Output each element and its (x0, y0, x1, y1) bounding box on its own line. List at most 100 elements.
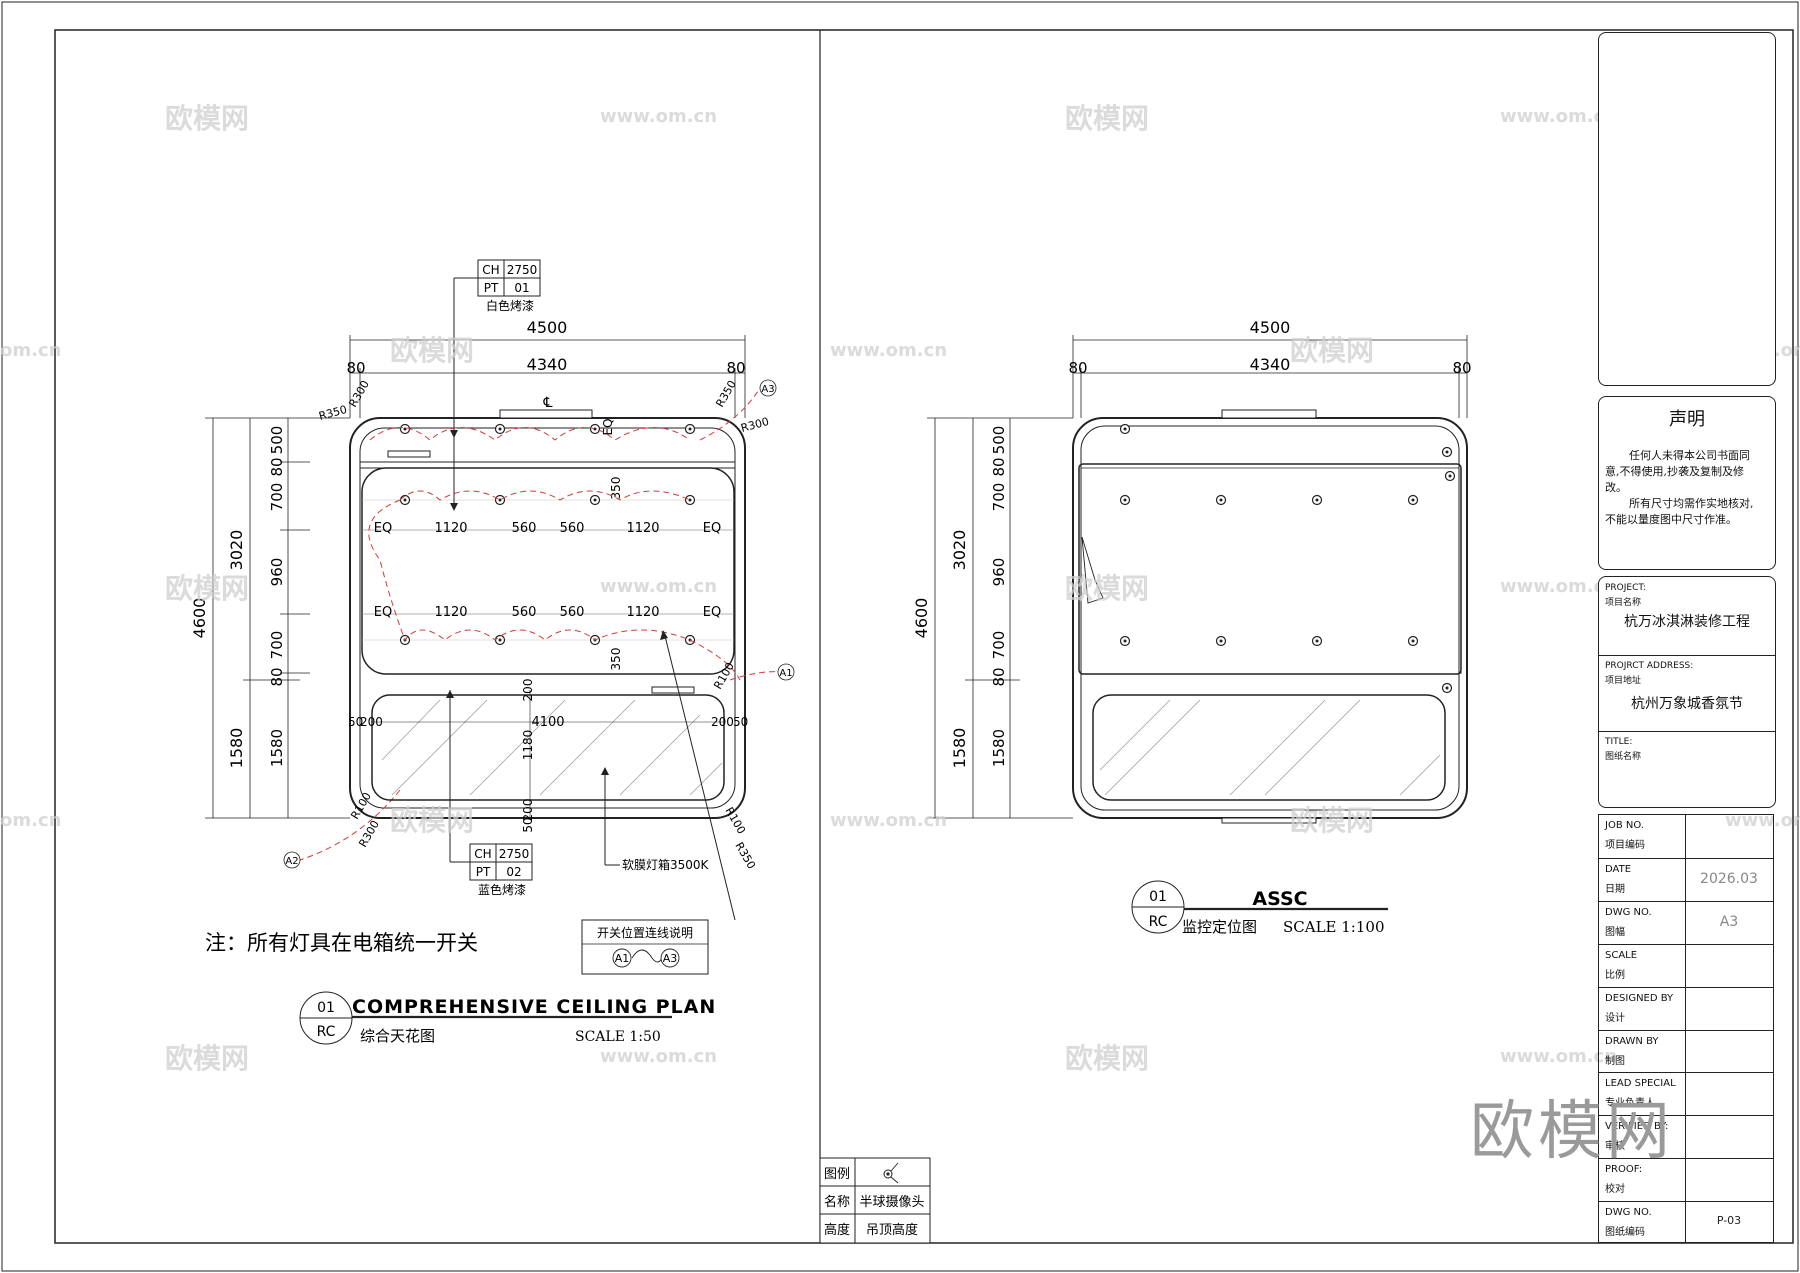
watermark-text: 欧模网 (1290, 804, 1374, 837)
radius-br-a: R350 (732, 840, 758, 871)
dome-camera-core (1123, 498, 1127, 502)
sub-dim-5: 80 (268, 667, 286, 686)
downlight-core (688, 498, 692, 502)
r-dim-top-overall: 4500 (1250, 318, 1291, 337)
row_dims-5: EQ (703, 521, 721, 536)
ch-tag-bottom-pt-label: PT (476, 865, 491, 879)
watermarks: 欧模网www.om.cn欧模网www.om.cn欧模网www.om.cn欧模网w… (0, 102, 1800, 1075)
row_dims-4: 1120 (626, 521, 659, 536)
project-name: 杭万冰淇淋装修工程 (1624, 614, 1750, 630)
dome-camera-core (1123, 427, 1127, 431)
watermark-text: 欧模网 (1065, 1042, 1149, 1075)
sub-dim-0: 500 (268, 426, 286, 455)
info-row: JOB NO.项目编码 (1599, 815, 1773, 858)
downlight-core (403, 427, 407, 431)
lightbox-dim-left2: 200 (360, 715, 383, 729)
info-label-en: DWG NO. (1605, 906, 1652, 918)
info-label-cn: 比例 (1605, 969, 1625, 981)
circuit-tag-a2: A2 (285, 856, 298, 867)
row_dims-1: 1120 (434, 521, 467, 536)
dome-camera-core (1315, 639, 1319, 643)
declaration-title: 声明 (1669, 409, 1705, 430)
ceiling-outline-inner (359, 427, 736, 809)
ch-tag-top-ch-label: CH (482, 263, 499, 277)
info-label-cn: 日期 (1605, 883, 1625, 895)
r-dim-top-left-gap: 80 (1068, 359, 1087, 377)
dome-camera-core (1123, 639, 1127, 643)
watermark-text: www.om.cn (600, 106, 717, 127)
r-central-panel (1078, 463, 1462, 675)
info-value: A3 (1719, 913, 1739, 930)
left-drawing-title-en: COMPREHENSIVE CEILING PLAN (352, 996, 716, 1018)
watermark-text: 欧模网 (1290, 334, 1374, 367)
r-lightbox (1092, 694, 1446, 801)
sub-dim-3: 960 (990, 558, 1008, 587)
address-label-cn: 项目地址 (1605, 676, 1642, 686)
left-drawing-scale: SCALE 1:50 (575, 1029, 661, 1045)
declaration-line-3: 改。 (1605, 481, 1627, 494)
sub-dim-4: 700 (268, 631, 286, 660)
declaration-line-4: 所有尺寸均需作实地核对, (1629, 497, 1754, 510)
legend-value-height: 吊顶高度 (866, 1222, 918, 1238)
legend-label-height: 高度 (824, 1222, 850, 1238)
radius-tr-inner: R300 (739, 415, 770, 435)
ch-tag-bottom-ch-value: 2750 (499, 847, 530, 861)
lightbox-dim-top: 200 (521, 679, 535, 702)
sub-dim-4: 700 (990, 631, 1008, 660)
dome-camera-core (1219, 639, 1223, 643)
info-value: 2026.03 (1700, 870, 1758, 887)
r-dim-left-part-b: 1580 (950, 728, 969, 769)
watermark-text: www.om.cn (600, 1046, 717, 1067)
info-row: PROOF:校对 (1599, 1158, 1773, 1202)
wiring-circuit-top (369, 427, 691, 441)
info-row: VERIFIED BY:审核 (1599, 1115, 1773, 1159)
project-info-box: PROJECT: 项目名称 杭万冰淇淋装修工程 PROJRCT ADDRESS:… (1598, 576, 1776, 808)
info-label-en: DRAWN BY (1605, 1035, 1659, 1047)
central-ceiling-panel (361, 467, 735, 675)
circuit-tag-a3: A3 (761, 384, 774, 395)
left-drawing-code: RC (317, 1024, 336, 1040)
info-label-cn: 项目编码 (1605, 840, 1645, 851)
info-label-cn: 设计 (1605, 1012, 1625, 1024)
dim-top-left-gap: 80 (346, 359, 365, 377)
right-drawing-scale: SCALE 1:100 (1283, 918, 1385, 936)
downlight-core (498, 638, 502, 642)
dome-camera-core (1219, 498, 1223, 502)
dim-left-part-a: 3020 (227, 530, 246, 571)
lightbox-dim-right2: 50 (733, 715, 748, 729)
right-drawing-title-en: ASSC (1252, 888, 1307, 910)
dome-cameras (1119, 423, 1456, 694)
r-access-hatch (1081, 536, 1104, 604)
info-row: DESIGNED BY 设计 (1599, 986, 1773, 1031)
circuit-tag-a1: A1 (779, 668, 792, 679)
watermark-text: www.om.cn (830, 340, 947, 361)
info-label-en: DWG NO. (1605, 1207, 1652, 1219)
info-label-en: DESIGNED BY (1605, 992, 1674, 1004)
watermark-text: www.om.cn (1500, 106, 1617, 127)
watermark-text: www.om.cn (600, 576, 717, 597)
lightbox-dim-right: 200 (711, 715, 734, 729)
sub-dim-2: 700 (990, 483, 1008, 512)
ch-tag-top-pt-value: 01 (514, 281, 529, 295)
switch-legend-title: 开关位置连线说明 (597, 925, 693, 940)
ch-tag-top-pt-label: PT (484, 281, 499, 295)
right-drawing-number: 01 (1149, 889, 1167, 905)
switch-legend-from: A1 (615, 952, 630, 965)
title-block-logo-box (1598, 32, 1776, 386)
wiring-circuit-mid (399, 490, 691, 501)
legend-value-name: 半球摄像头 (859, 1195, 924, 1210)
lightbox-hatch (381, 699, 723, 796)
dome-camera-icon (883, 1162, 899, 1184)
sub-dim-6: 1580 (268, 729, 286, 767)
dim-top-right-gap: 80 (726, 359, 745, 377)
radius-mid-right: R100 (711, 660, 737, 691)
lightbox-dim-left: 50 (348, 715, 363, 729)
project-address: 杭州万象城香氛节 (1631, 696, 1743, 712)
wiring-circuit-loop (368, 499, 741, 681)
watermark-text: www.om.cn (1500, 576, 1617, 597)
